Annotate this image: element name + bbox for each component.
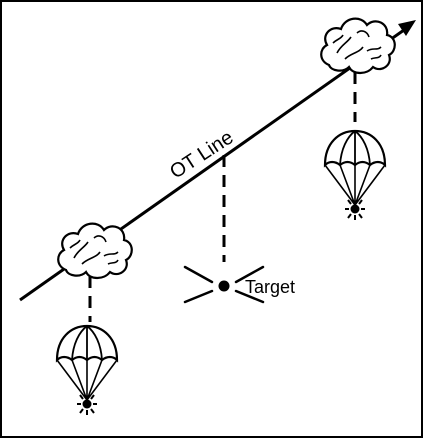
cloud-burst-icon	[320, 17, 396, 75]
target-marker-icon	[183, 265, 265, 304]
target-label: Target	[245, 277, 295, 297]
parachute-flare-icon	[323, 129, 387, 222]
cloud-burst-icon	[57, 222, 133, 280]
arrowhead-icon	[398, 20, 416, 36]
parachute-flare-icon	[55, 324, 119, 417]
